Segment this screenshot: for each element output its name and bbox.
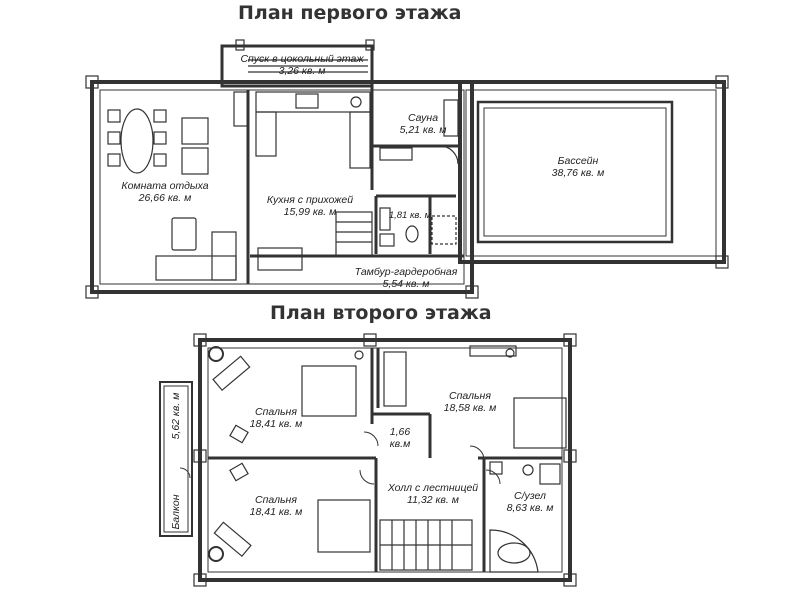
label-closet: 1,66 кв.м (380, 426, 420, 450)
pool-basin (476, 100, 674, 244)
bathroom-name: С/узел (514, 490, 546, 502)
bedroom-2-area: 18,58 кв. м (443, 402, 497, 414)
hall-name: Холл с лестницей (387, 482, 479, 494)
lounge-name: Комната отдыха (121, 180, 209, 192)
kitchen-area: 15,99 кв. м (283, 206, 337, 218)
bedroom-1-name: Спальня (255, 406, 297, 418)
label-balcony-name: Балкон (170, 494, 182, 530)
lounge-furniture (107, 91, 249, 281)
page-title-floor2: План второго этажа (270, 302, 492, 324)
bedroom-furniture (208, 345, 567, 562)
label-kitchen: Кухня с прихожей 15,99 кв. м (252, 194, 368, 218)
closet-area-unit: кв.м (389, 438, 411, 450)
hall-area: 11,32 кв. м (407, 494, 459, 506)
bathroom-fixtures (489, 461, 561, 573)
lounge-area: 26,66 кв. м (138, 192, 192, 204)
label-hall: Холл с лестницей 11,32 кв. м (378, 482, 488, 506)
floor1-log-ends (85, 39, 729, 299)
kitchen-fixtures (255, 91, 373, 271)
sauna-name: Сауна (407, 112, 439, 124)
pool-name: Бассейн (557, 155, 599, 167)
vestibule-name: Тамбур-гардеробная (354, 266, 458, 278)
floor2-log-ends (193, 333, 577, 587)
bedroom-1-area: 18,41 кв. м (249, 418, 303, 430)
label-basement-stairs: Спуск в цокольный этаж 3,26 кв. м (234, 53, 370, 77)
label-balcony-area: 5,62 кв. м (170, 392, 182, 440)
floor2-interior-walls (208, 348, 562, 572)
label-sauna: Сауна 5,21 кв. м (392, 112, 454, 136)
floor2-outer-walls (159, 338, 572, 582)
wc-fixtures (379, 207, 457, 247)
sauna-area: 5,21 кв. м (399, 124, 447, 136)
page-title-floor1: План первого этажа (238, 2, 462, 24)
bedroom-3-area: 18,41 кв. м (249, 506, 303, 518)
hall-stairs (379, 519, 473, 571)
label-bedroom-3: Спальня 18,41 кв. м (236, 494, 316, 518)
bathroom-area: 8,63 кв. м (506, 502, 554, 514)
label-bedroom-1: Спальня 18,41 кв. м (236, 406, 316, 430)
closet-area-number: 1,66 (389, 426, 411, 438)
pool-area: 38,76 кв. м (551, 167, 605, 179)
basement-stairs-name: Спуск в цокольный этаж (240, 53, 364, 65)
label-pool: Бассейн 38,76 кв. м (530, 155, 626, 179)
sauna-fixtures (379, 99, 459, 165)
vestibule-area: 5,54 кв. м (382, 278, 430, 290)
label-bathroom: С/узел 8,63 кв. м (500, 490, 560, 514)
basement-stairs (248, 59, 368, 73)
label-vestibule: Тамбур-гардеробная 5,54 кв. м (346, 266, 466, 290)
basement-stairs-area: 3,26 кв. м (278, 65, 326, 77)
kitchen-name: Кухня с прихожей (266, 194, 354, 206)
bedroom-2-name: Спальня (449, 390, 491, 402)
floor1-outer-walls (90, 44, 726, 294)
label-bedroom-2: Спальня 18,58 кв. м (430, 390, 510, 414)
doors (179, 431, 501, 485)
label-wc: 1,81 кв. м (388, 210, 432, 222)
label-lounge: Комната отдыха 26,66 кв. м (110, 180, 220, 204)
bedroom-3-name: Спальня (255, 494, 297, 506)
wc-area: 1,81 кв. м (388, 210, 432, 221)
